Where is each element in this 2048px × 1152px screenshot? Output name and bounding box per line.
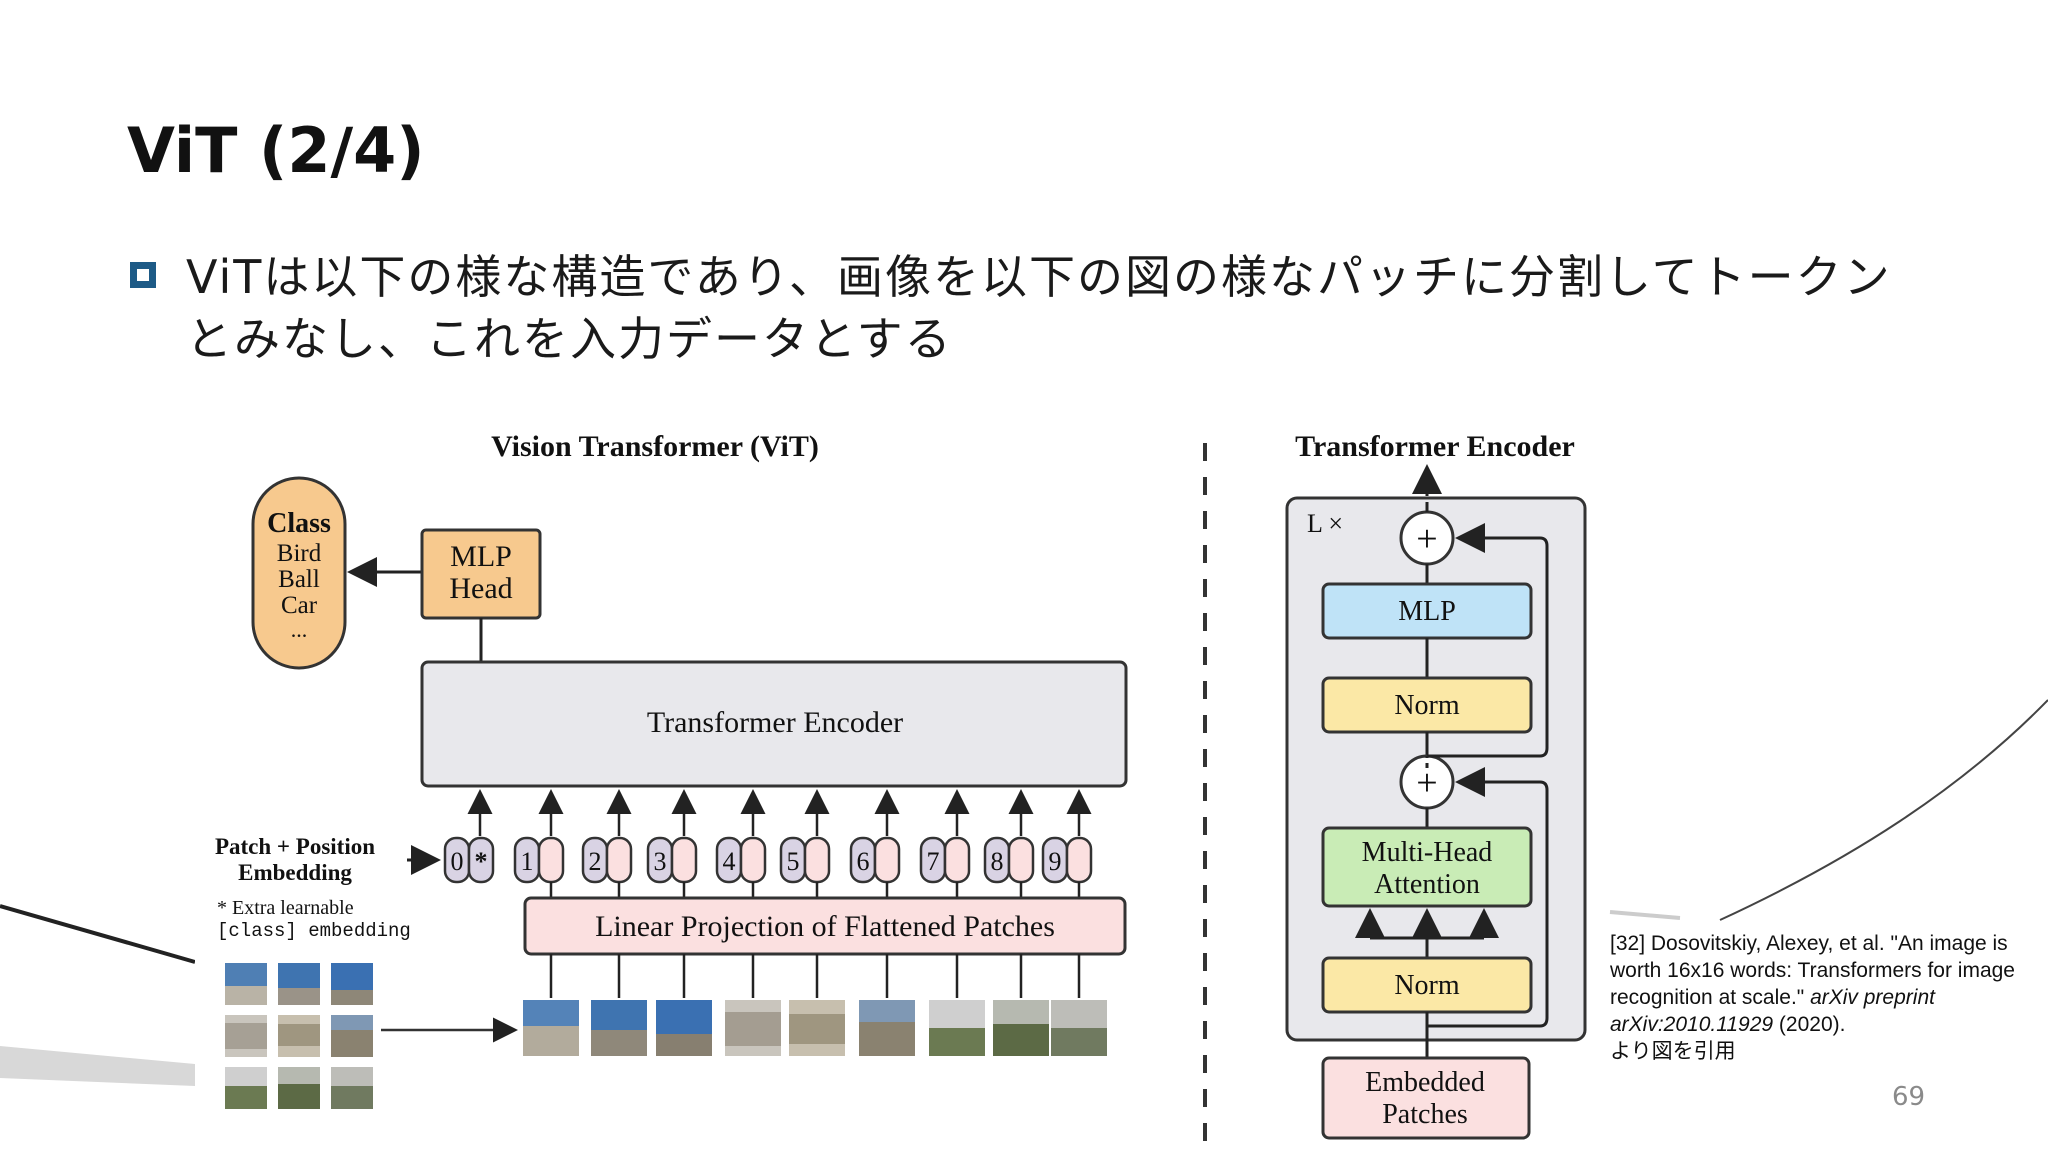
embedded-patches-box bbox=[1321, 1056, 1531, 1140]
token-index: 6 bbox=[857, 847, 870, 876]
patch-position-label: Embedding bbox=[238, 860, 352, 885]
repeat-label: L × bbox=[1307, 509, 1343, 538]
extra-note: * Extra learnable bbox=[217, 897, 354, 919]
token-pair: 5 bbox=[779, 789, 831, 898]
mha-box bbox=[1321, 826, 1533, 908]
norm-top-label: Norm bbox=[1394, 690, 1460, 721]
token-index: 3 bbox=[654, 847, 667, 876]
patch-sequence bbox=[523, 1000, 1107, 1056]
linear-projection-box bbox=[523, 896, 1127, 956]
class-item: ... bbox=[291, 617, 308, 642]
token-pair: 1 bbox=[513, 789, 565, 898]
plus-sign: + bbox=[1416, 762, 1437, 804]
embedded-patches-label: Embedded bbox=[1365, 1067, 1485, 1098]
decorative-swoosh-left bbox=[0, 904, 196, 1086]
norm-bottom-label: Norm bbox=[1394, 970, 1460, 1001]
transformer-encoder-box bbox=[420, 660, 1128, 788]
citation-text: [32] Dosovitskiy, Alexey, et al. "An ima… bbox=[1610, 932, 2015, 1009]
token-pair: 7 bbox=[919, 789, 971, 898]
class-capsule bbox=[251, 476, 347, 670]
token-index: 2 bbox=[589, 847, 602, 876]
class-token-mark: * bbox=[475, 847, 488, 876]
bullet-square-icon bbox=[130, 262, 156, 288]
bullet-text: ViTは以下の様な構造であり、画像を以下の図の様なパッチに分割してトークンとみな… bbox=[186, 250, 1892, 366]
token-index: 0 bbox=[451, 847, 464, 876]
token-pair: 8 bbox=[983, 789, 1035, 898]
vit-figure: Vision Transformer (ViT) Transformer Enc… bbox=[195, 418, 1605, 1152]
citation: [32] Dosovitskiy, Alexey, et al. "An ima… bbox=[1610, 930, 2040, 1065]
citation-credit: より図を引用 bbox=[1610, 1040, 1736, 1063]
source-image-grid bbox=[225, 963, 373, 1109]
encoder-title: Transformer Encoder bbox=[1295, 430, 1575, 463]
extra-note: [class] embedding bbox=[217, 920, 411, 942]
class-item: Ball bbox=[278, 566, 320, 593]
page-number: 69 bbox=[1892, 1082, 1926, 1112]
vit-title: Vision Transformer (ViT) bbox=[491, 430, 819, 463]
mlp-head-label: MLP bbox=[450, 540, 512, 573]
mha-label: Attention bbox=[1374, 869, 1480, 900]
slide-title: ViT (2/4) bbox=[127, 114, 425, 187]
token-pair: 4 bbox=[715, 789, 767, 898]
residual-connection-top bbox=[1425, 538, 1549, 768]
token-index: 8 bbox=[991, 847, 1004, 876]
token-index: 4 bbox=[723, 847, 736, 876]
mlp-head-label: Head bbox=[449, 572, 512, 605]
residual-connection-bottom bbox=[1427, 767, 1549, 1028]
class-header: Class bbox=[267, 508, 331, 539]
citation-journal: arXiv preprint arXiv:2010.11929 bbox=[1610, 986, 1935, 1036]
patch-connectors bbox=[549, 954, 1081, 998]
token-index: 7 bbox=[927, 847, 940, 876]
transformer-encoder-label: Transformer Encoder bbox=[647, 706, 903, 739]
mha-label: Multi-Head bbox=[1362, 837, 1493, 868]
token-pair: 6 bbox=[849, 789, 901, 898]
patch-position-label: Patch + Position bbox=[215, 834, 375, 859]
class-item: Bird bbox=[277, 540, 322, 567]
token-index: 5 bbox=[787, 847, 800, 876]
token-row: 0 * 1 2 bbox=[443, 789, 1093, 898]
linear-projection-label: Linear Projection of Flattened Patches bbox=[595, 910, 1055, 943]
token-pair: 0 * bbox=[443, 789, 495, 884]
class-item: Car bbox=[281, 592, 318, 619]
embedded-patches-label: Patches bbox=[1382, 1099, 1468, 1130]
citation-year: (2020). bbox=[1778, 1013, 1846, 1036]
token-pair: 9 bbox=[1041, 789, 1093, 898]
token-pair: 2 bbox=[581, 789, 633, 898]
mlp-label: MLP bbox=[1398, 596, 1456, 627]
plus-sign: + bbox=[1416, 518, 1437, 560]
token-index: 1 bbox=[521, 847, 534, 876]
token-pair: 3 bbox=[646, 789, 698, 898]
token-index: 9 bbox=[1049, 847, 1062, 876]
